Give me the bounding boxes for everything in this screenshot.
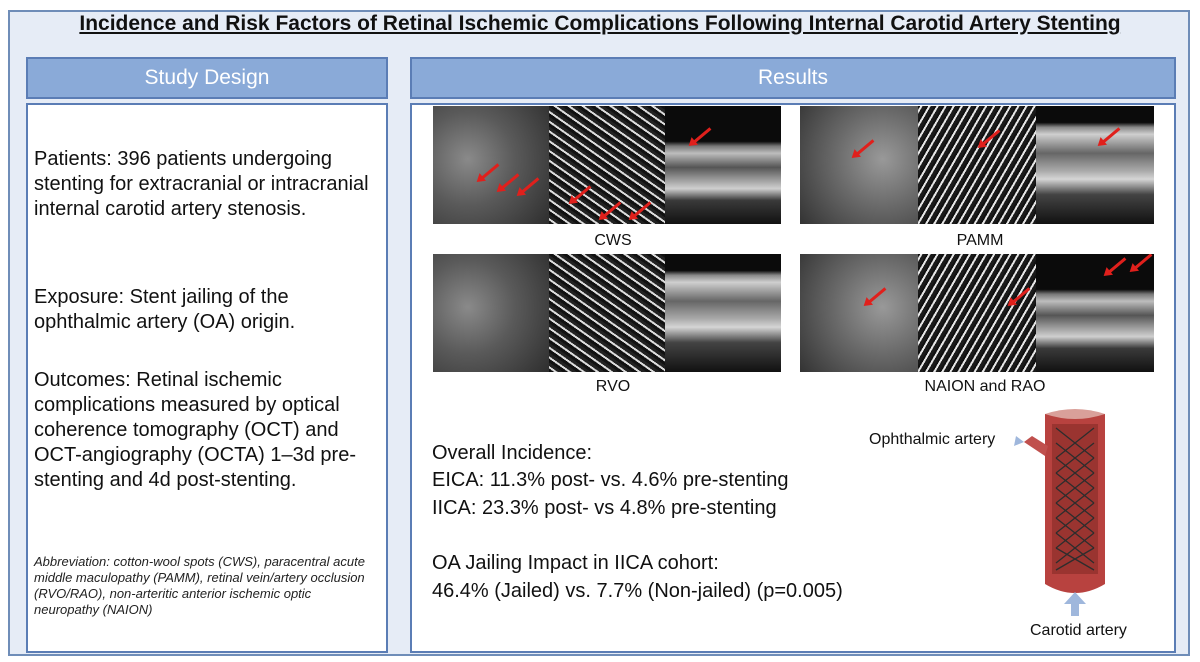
- page-title: Incidence and Risk Factors of Retinal Is…: [79, 12, 1121, 35]
- flow-arrow-icon: [1064, 592, 1086, 616]
- pamm-image-set: [800, 106, 1154, 224]
- stent-mesh: [1055, 427, 1095, 571]
- study-design-panel: [26, 103, 388, 653]
- abbreviation-note: Abbreviation: cotton-wool spots (CWS), p…: [34, 554, 365, 617]
- oa-jailing-result: 46.4% (Jailed) vs. 7.7% (Non-jailed) (p=…: [432, 580, 843, 602]
- cws-octa-image: [549, 106, 665, 224]
- pamm-octa-image: [918, 106, 1036, 224]
- naion-rao-image-set: [800, 254, 1154, 372]
- pamm-label: PAMM: [956, 232, 1004, 249]
- eica-result: EICA: 11.3% post- vs. 4.6% pre-stenting: [432, 469, 789, 491]
- rvo-octa-image: [549, 254, 665, 372]
- naion-rao-label: NAION and RAO: [924, 378, 1046, 395]
- patients-text: Patients: 396 patients undergoing stenti…: [34, 148, 369, 220]
- naion-oct-image: [1036, 254, 1154, 372]
- results-header: Results: [410, 57, 1176, 99]
- rvo-image-set: [433, 254, 781, 372]
- outcomes-text: Outcomes: Retinal ischemic complications…: [34, 369, 356, 491]
- rvo-label: RVO: [595, 378, 631, 395]
- ophthalmic-flow-arrow-icon: [1014, 436, 1024, 446]
- ophthalmic-artery-label: Ophthalmic artery: [869, 431, 996, 448]
- carotid-artery-label: Carotid artery: [1030, 622, 1127, 639]
- rvo-fundus-image: [433, 254, 549, 372]
- cws-fundus-image: [433, 106, 549, 224]
- oa-jailing-heading: OA Jailing Impact in IICA cohort:: [432, 552, 719, 574]
- pamm-fundus-image: [800, 106, 918, 224]
- naion-fundus-image: [800, 254, 918, 372]
- cws-image-set: [433, 106, 781, 224]
- overall-incidence-heading: Overall Incidence:: [432, 442, 593, 464]
- stented-artery-illustration: [1014, 409, 1105, 616]
- study-design-header: Study Design: [26, 57, 388, 99]
- naion-octa-image: [918, 254, 1036, 372]
- iica-result: IICA: 23.3% post- vs 4.8% pre-stenting: [432, 497, 777, 519]
- cws-label: CWS: [594, 232, 632, 249]
- rvo-oct-image: [665, 254, 781, 372]
- cws-oct-image: [665, 106, 781, 224]
- pamm-oct-image: [1036, 106, 1154, 224]
- exposure-text: Exposure: Stent jailing of the ophthalmi…: [34, 286, 296, 333]
